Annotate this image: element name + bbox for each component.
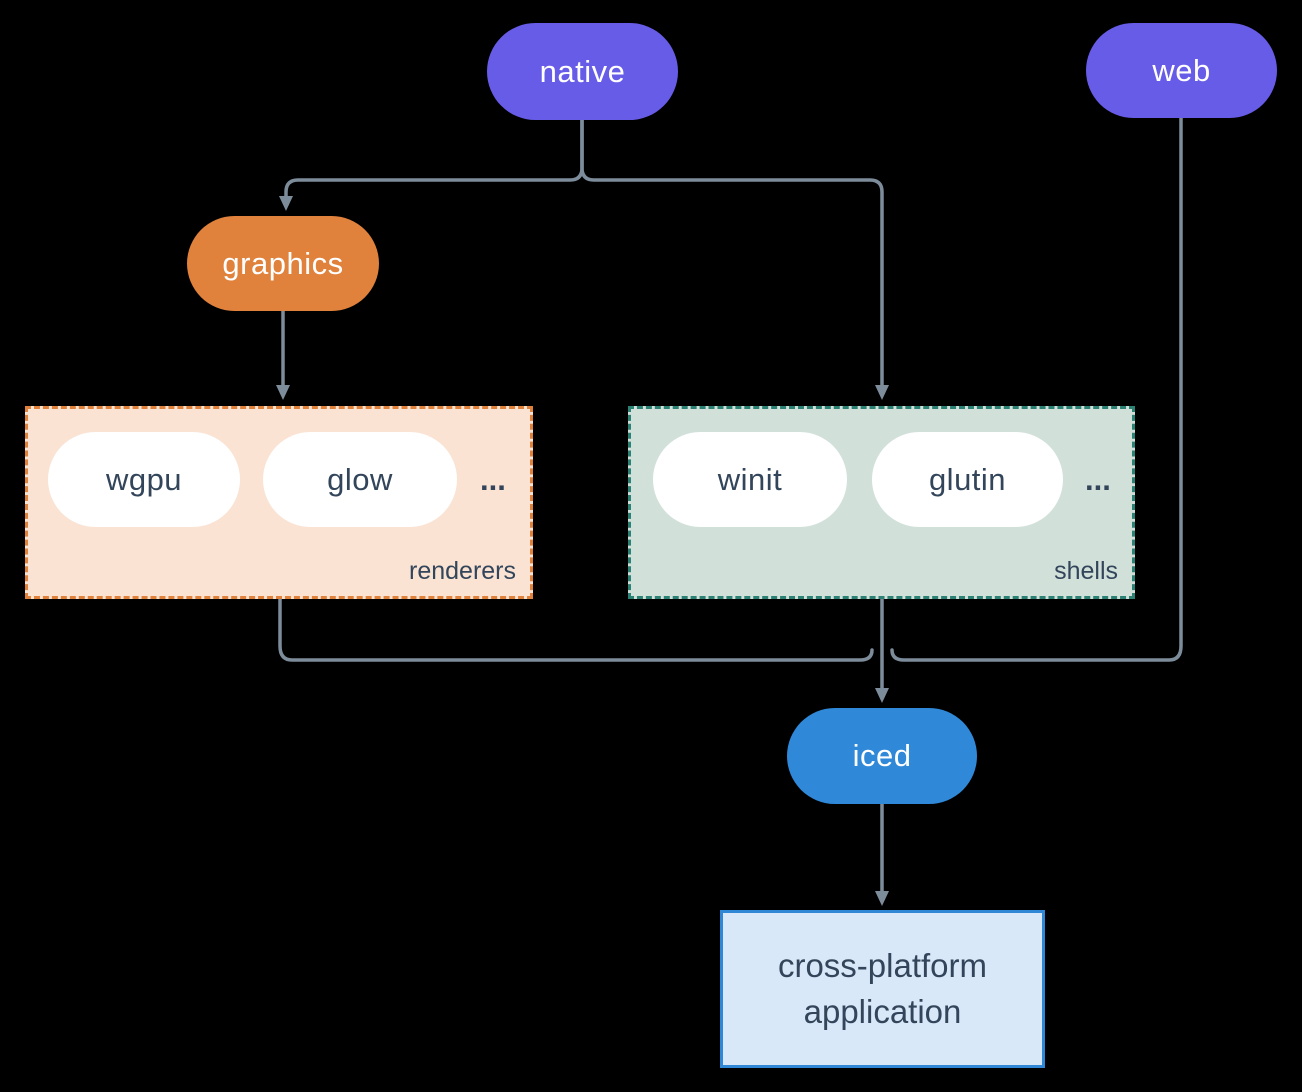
shells-item-row: winit glutin ...: [631, 432, 1132, 527]
node-winit: winit: [653, 432, 847, 527]
group-shells: winit glutin ... shells: [628, 406, 1135, 599]
arrowhead-into-renderers: [276, 385, 290, 400]
node-native: native: [487, 23, 678, 120]
application-label-line1: cross-platform: [777, 946, 988, 984]
node-glutin-label: glutin: [928, 461, 1007, 497]
arrowhead-into-shells: [875, 385, 889, 400]
node-iced-label: iced: [852, 738, 912, 773]
group-renderers: wgpu glow ... renderers: [25, 406, 533, 599]
application-label-line2: application: [803, 993, 962, 1030]
node-web: web: [1086, 23, 1277, 118]
node-native-label: native: [539, 53, 626, 89]
arrowhead-into-graphics: [279, 196, 293, 211]
renderers-item-row: wgpu glow ...: [28, 432, 530, 527]
node-glow-label: glow: [327, 461, 393, 497]
node-graphics-label: graphics: [222, 245, 344, 281]
connector-renderers-iced: [278, 597, 874, 662]
node-cross-platform-application: cross-platform application: [720, 910, 1045, 1068]
node-web-label: web: [1152, 52, 1211, 88]
connector-native-shells: [580, 118, 884, 387]
arrowhead-into-iced: [875, 688, 889, 703]
node-glow: glow: [263, 432, 457, 527]
node-wgpu-label: wgpu: [105, 461, 183, 497]
connector-native-graphics: [284, 118, 584, 199]
connector-web-iced: [890, 116, 1183, 662]
shells-ellipsis: ...: [1085, 461, 1111, 497]
arrowhead-into-application: [875, 891, 889, 906]
renderers-group-label: renderers: [409, 557, 516, 585]
shells-group-label: shells: [1054, 557, 1118, 585]
node-glutin: glutin: [872, 432, 1063, 527]
node-winit-label: winit: [717, 461, 783, 497]
node-graphics: graphics: [187, 216, 379, 311]
node-wgpu: wgpu: [48, 432, 240, 527]
renderers-ellipsis: ...: [480, 461, 506, 497]
node-iced: iced: [787, 708, 977, 804]
